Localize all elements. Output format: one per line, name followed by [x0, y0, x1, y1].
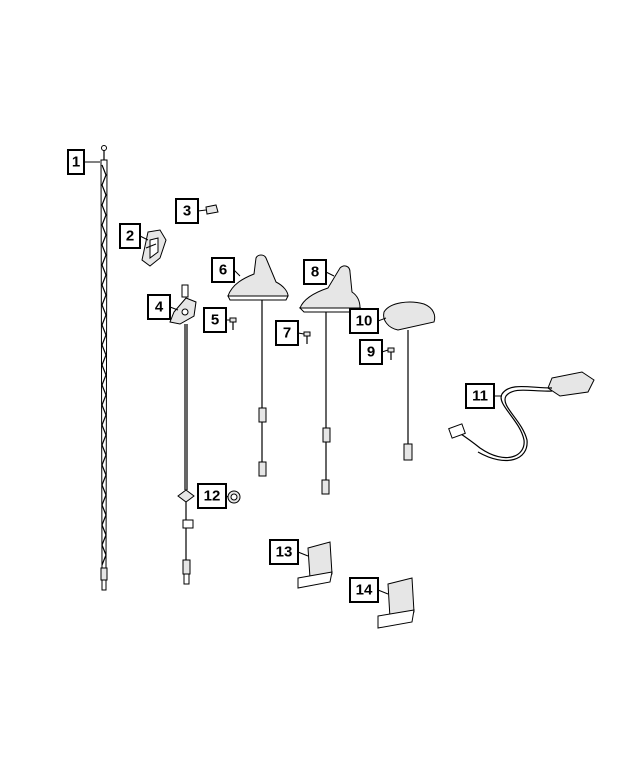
callout-10: 10	[349, 308, 387, 334]
callout-13: 13	[269, 539, 309, 565]
callout-4-label: 4	[155, 299, 164, 316]
callout-1: 1	[67, 149, 100, 175]
part-1-antenna-mast	[100, 145, 108, 591]
callout-5-label: 5	[211, 312, 219, 329]
callout-8: 8	[303, 259, 335, 285]
callout-13-label: 13	[276, 544, 293, 561]
callout-7: 7	[275, 320, 305, 346]
part-3-clip	[205, 204, 219, 215]
part-6-shark-fin-antenna	[227, 254, 289, 477]
callout-12-label: 12	[204, 488, 221, 505]
callout-4: 4	[147, 294, 179, 320]
callout-6: 6	[211, 257, 241, 283]
part-13-bracket	[297, 541, 333, 589]
callout-1-label: 1	[72, 154, 80, 171]
callout-8-label: 8	[311, 264, 319, 281]
callout-12: 12	[197, 483, 229, 509]
callout-10-label: 10	[356, 313, 373, 330]
callout-9: 9	[359, 339, 389, 365]
part-7-screw	[303, 331, 311, 344]
callout-14: 14	[349, 577, 389, 603]
callout-3: 3	[175, 198, 207, 224]
part-9-screw	[387, 347, 395, 360]
part-14-bracket	[377, 577, 415, 629]
part-2-antenna-bezel	[141, 229, 167, 267]
callout-2: 2	[119, 223, 149, 249]
part-5-screw	[229, 317, 237, 330]
callout-11: 11	[465, 383, 502, 409]
callout-7-label: 7	[283, 325, 291, 342]
part-12-grommet	[227, 490, 241, 504]
callout-3-label: 3	[183, 203, 191, 220]
callout-14-label: 14	[356, 582, 373, 599]
part-10-flat-antenna	[383, 301, 436, 461]
part-11-gps-module	[448, 371, 595, 462]
part-4-antenna-base-cable	[169, 284, 197, 585]
callout-2-label: 2	[126, 228, 134, 245]
callout-6-label: 6	[219, 262, 227, 279]
part-8-shark-fin-antenna	[298, 265, 362, 495]
callout-9-label: 9	[367, 344, 375, 361]
callout-5: 5	[203, 307, 230, 333]
callout-11-label: 11	[472, 388, 488, 405]
